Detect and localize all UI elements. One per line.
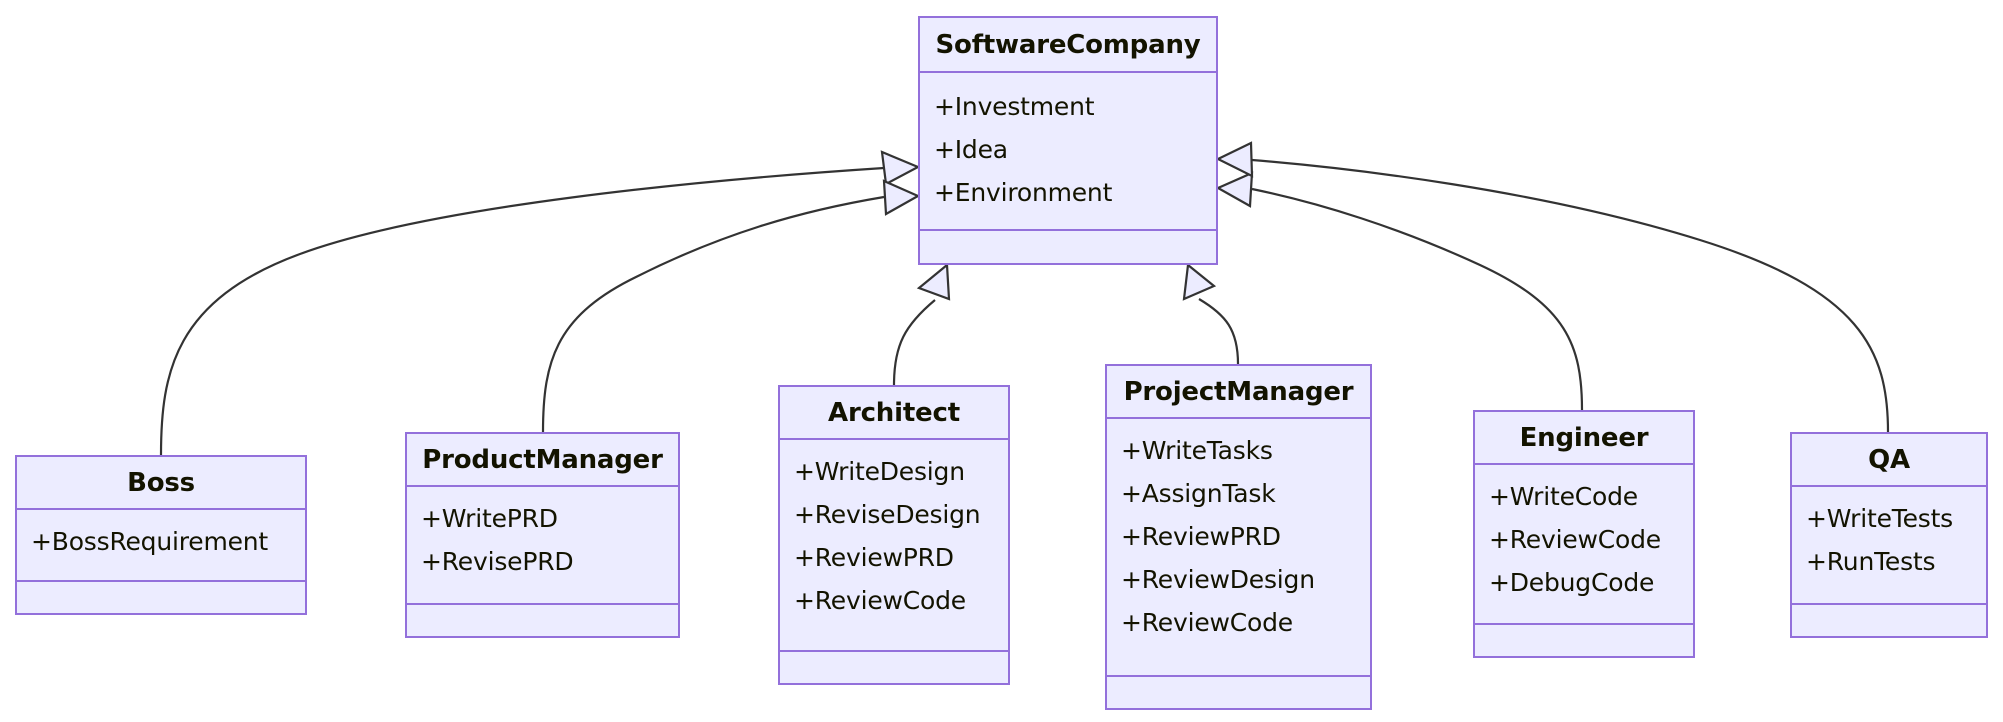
class-member: +ReviewPRD — [794, 543, 954, 572]
class-title-project-manager: ProjectManager — [1107, 366, 1370, 419]
edge-architect-to-softwarecompany — [892, 299, 936, 386]
class-members-project-manager: +WriteTasks +AssignTask +ReviewPRD +Revi… — [1107, 419, 1370, 677]
class-member: +ReviseDesign — [794, 500, 981, 529]
class-members-product-manager: +WritePRD +RevisePRD — [407, 487, 678, 605]
class-members-architect: +WriteDesign +ReviseDesign +ReviewPRD +R… — [780, 440, 1008, 652]
class-node-software-company[interactable]: SoftwareCompany +Investment +Idea +Envir… — [918, 16, 1218, 265]
class-title-engineer: Engineer — [1475, 412, 1693, 465]
class-title-architect: Architect — [780, 387, 1008, 440]
class-methods-product-manager — [407, 605, 678, 636]
class-node-product-manager[interactable]: ProductManager +WritePRD +RevisePRD — [405, 432, 680, 638]
class-member: +BossRequirement — [31, 527, 269, 556]
class-methods-software-company — [920, 231, 1216, 263]
class-member: +Investment — [934, 92, 1095, 121]
class-node-qa[interactable]: QA +WriteTests +RunTests — [1790, 432, 1988, 638]
class-member: +Environment — [934, 178, 1113, 207]
class-member: +RunTests — [1806, 547, 1936, 576]
arrowhead-boss — [880, 150, 921, 186]
class-methods-engineer — [1475, 625, 1693, 656]
class-methods-architect — [780, 652, 1008, 683]
class-title-boss: Boss — [17, 457, 305, 510]
class-member: +WriteCode — [1489, 482, 1638, 511]
class-member: +ReviewPRD — [1121, 522, 1281, 551]
arrowhead-architect — [916, 262, 951, 301]
class-member: +WriteDesign — [794, 457, 965, 486]
class-member: +ReviewCode — [1121, 608, 1293, 637]
class-methods-project-manager — [1107, 677, 1370, 708]
class-node-boss[interactable]: Boss +BossRequirement — [15, 455, 307, 615]
class-members-qa: +WriteTests +RunTests — [1792, 487, 1986, 605]
class-methods-qa — [1792, 605, 1986, 636]
arrowhead-productmanager — [882, 179, 921, 216]
edge-boss-to-softwarecompany — [159, 166, 885, 456]
class-member: +ReviewDesign — [1121, 565, 1315, 594]
class-member: +DebugCode — [1489, 568, 1655, 597]
class-node-project-manager[interactable]: ProjectManager +WriteTasks +AssignTask +… — [1105, 364, 1372, 710]
arrowhead-projectmanager — [1182, 262, 1217, 301]
class-members-software-company: +Investment +Idea +Environment — [920, 73, 1216, 231]
class-members-engineer: +WriteCode +ReviewCode +DebugCode — [1475, 465, 1693, 625]
class-node-architect[interactable]: Architect +WriteDesign +ReviseDesign +Re… — [778, 385, 1010, 685]
class-member: +AssignTask — [1121, 479, 1276, 508]
arrowhead-engineer — [1215, 171, 1254, 208]
class-member: +Idea — [934, 135, 1008, 164]
class-title-qa: QA — [1792, 434, 1986, 487]
edge-projectmanager-to-softwarecompany — [1198, 298, 1240, 365]
class-node-engineer[interactable]: Engineer +WriteCode +ReviewCode +DebugCo… — [1473, 410, 1695, 658]
arrowhead-qa — [1215, 141, 1254, 178]
class-member: +WriteTests — [1806, 504, 1954, 533]
class-members-boss: +BossRequirement — [17, 510, 305, 582]
class-member: +ReviewCode — [794, 586, 966, 615]
class-title-product-manager: ProductManager — [407, 434, 678, 487]
class-member: +ReviewCode — [1489, 525, 1661, 554]
class-title-software-company: SoftwareCompany — [920, 18, 1216, 73]
class-methods-boss — [17, 582, 305, 613]
class-member: +WritePRD — [421, 504, 558, 533]
class-member: +RevisePRD — [421, 547, 574, 576]
class-member: +WriteTasks — [1121, 436, 1273, 465]
